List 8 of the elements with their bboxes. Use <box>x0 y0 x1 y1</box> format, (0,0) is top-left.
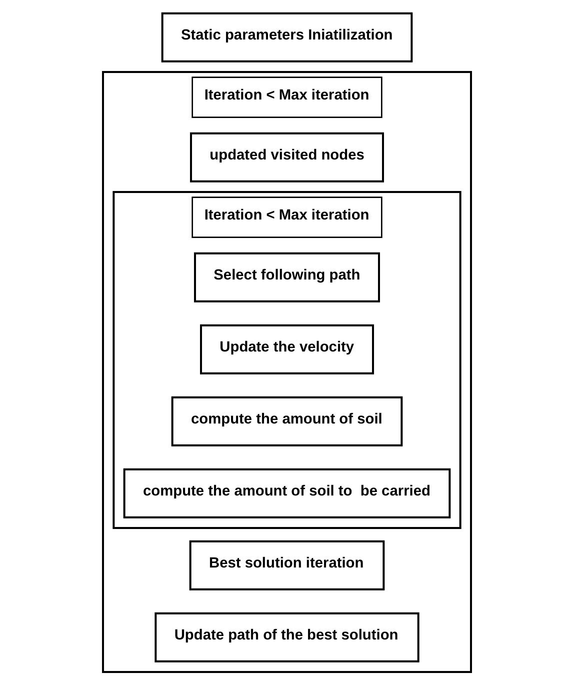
node-box: Static parameters Iniatilization <box>161 12 413 62</box>
node-box: compute the amount of soil <box>171 396 403 446</box>
node-box: Best solution iteration <box>189 540 385 590</box>
node-box: Update the velocity <box>200 324 374 374</box>
node-box: updated visited nodes <box>190 132 384 182</box>
node-box: compute the amount of soil to be carried <box>123 468 451 518</box>
node-box: Select following path <box>194 252 380 302</box>
node-box: Update path of the best solution <box>154 612 420 662</box>
